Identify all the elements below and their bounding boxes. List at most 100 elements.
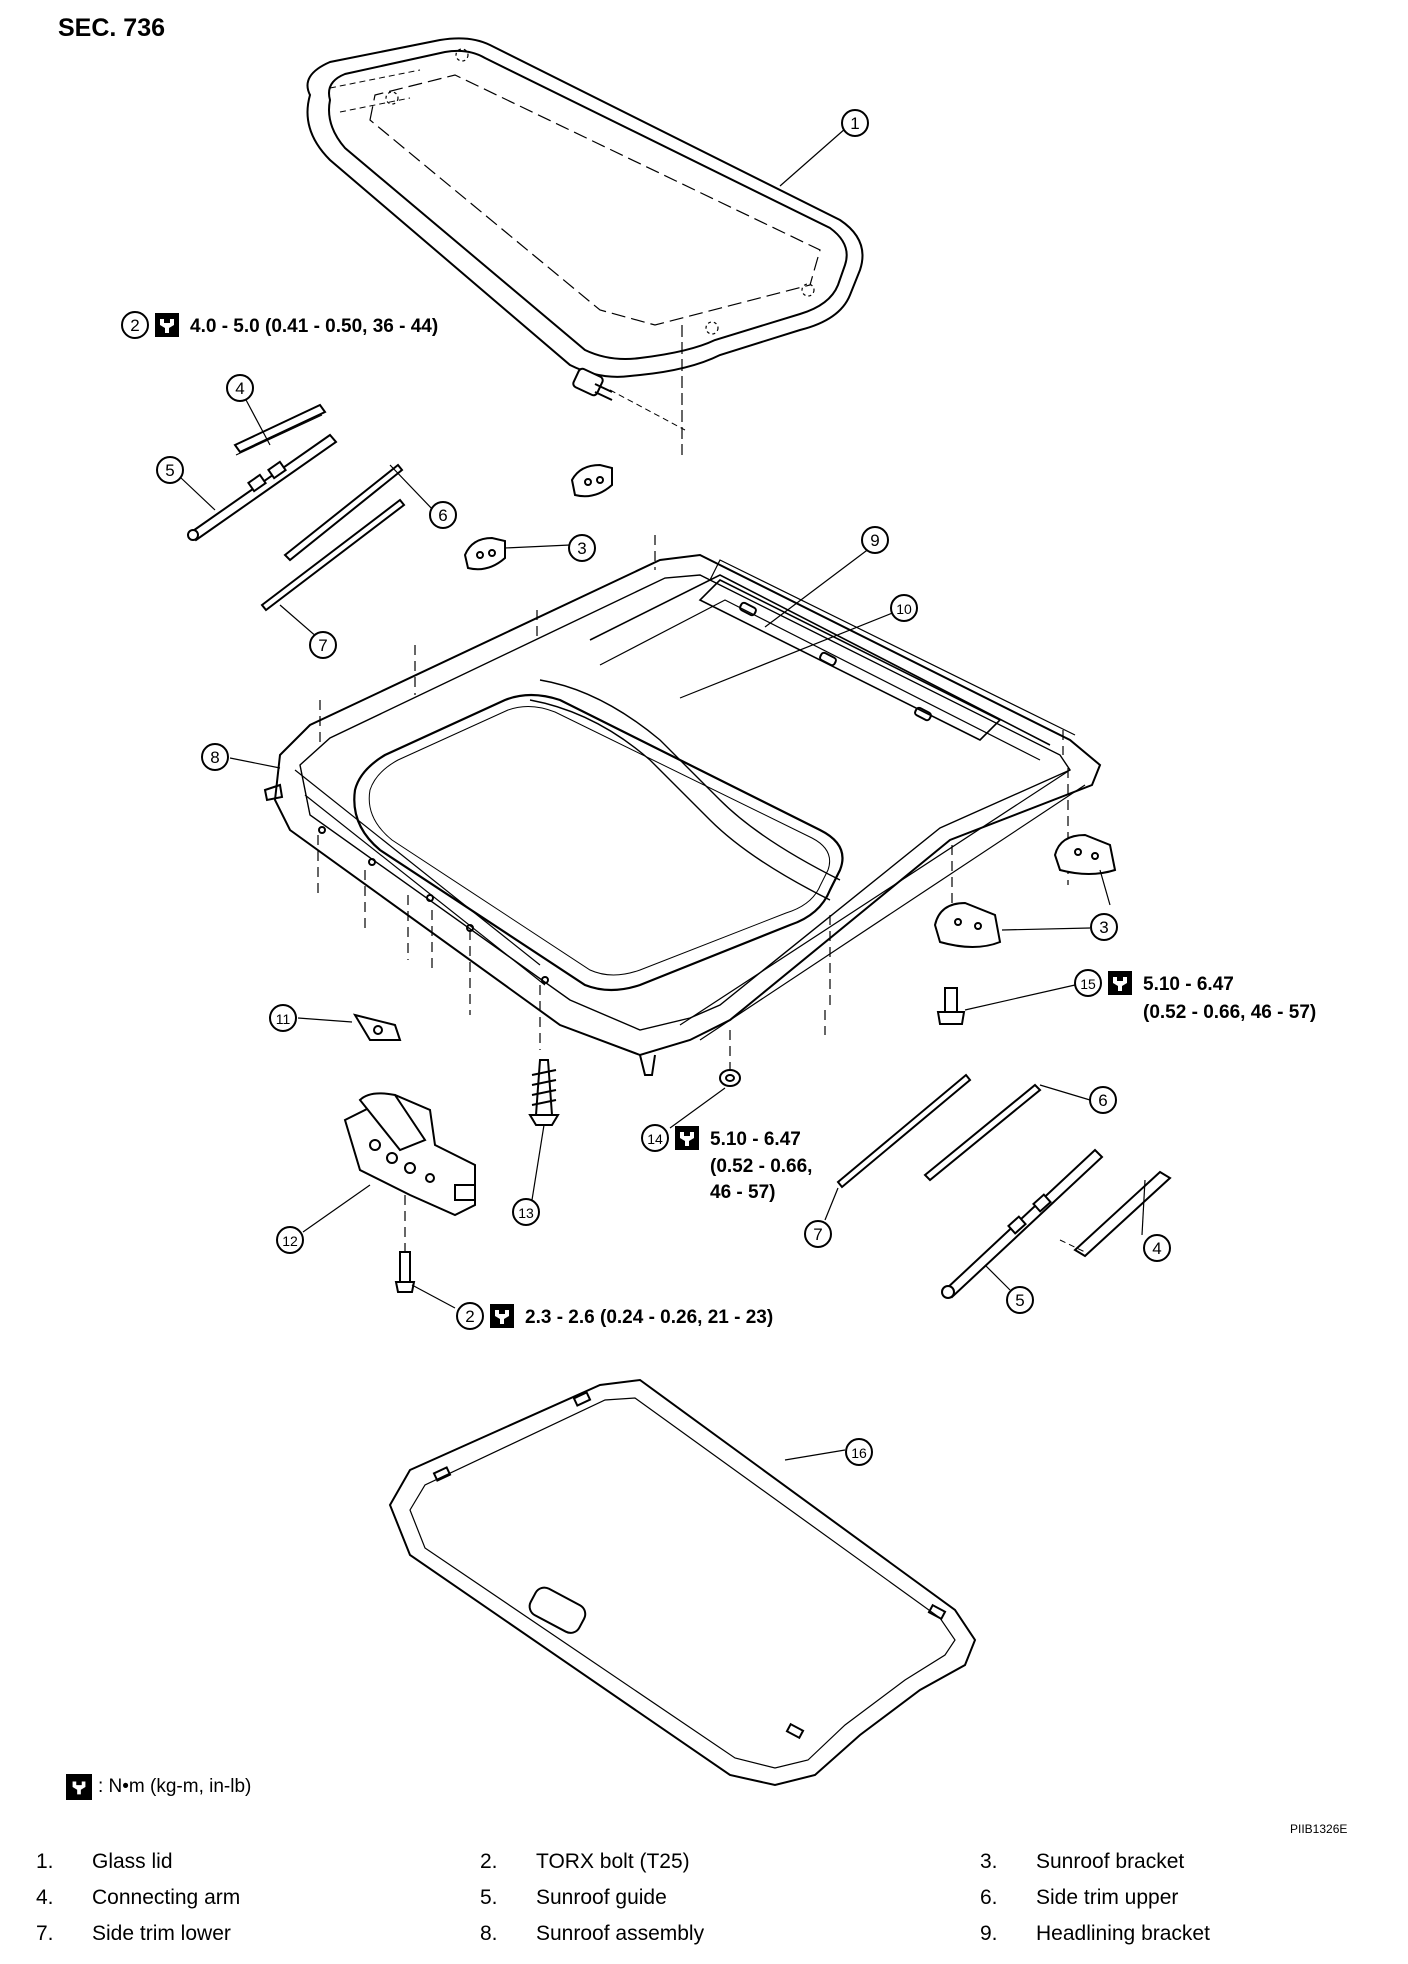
callout-14: 14 (641, 1124, 669, 1152)
callout-3-lower: 3 (1090, 913, 1118, 941)
callout-2-top-text: 2 (130, 316, 139, 335)
callout-13: 13 (512, 1198, 540, 1226)
part-number: 7. (36, 1922, 54, 1945)
callout-7-top-text: 7 (318, 636, 327, 655)
torx-bolt-top (572, 367, 613, 401)
sunroof-bracket-upper-a (570, 463, 613, 498)
part-number: 4. (36, 1886, 54, 1909)
callout-2-top: 2 (121, 311, 149, 339)
part-name: Glass lid (92, 1850, 173, 1873)
callout-12-text: 12 (282, 1233, 298, 1249)
part-name: Sunroof assembly (536, 1922, 705, 1945)
sunroof-bracket-lower-b (933, 901, 1002, 948)
callout-3-top-text: 3 (577, 539, 586, 558)
callout-15: 15 (1074, 969, 1102, 997)
callout-7-lower: 7 (804, 1220, 832, 1248)
connecting-arm-left (233, 403, 327, 456)
torque-label-3: 5.10 - 6.47 (710, 1129, 801, 1150)
callout-4-top-text: 4 (235, 379, 244, 398)
callout-16: 16 (845, 1438, 873, 1466)
callout-9: 9 (861, 526, 889, 554)
part-number: 9. (980, 1922, 998, 1945)
legend-text: : N•m (kg-m, in-lb) (98, 1776, 252, 1797)
callout-5-top: 5 (156, 456, 184, 484)
callout-7-top: 7 (309, 631, 337, 659)
callout-10: 10 (890, 594, 918, 622)
glass-lid (306, 37, 864, 378)
callout-14-text: 14 (647, 1131, 663, 1147)
callout-16-text: 16 (851, 1445, 867, 1461)
sunroof-bracket-upper-b (463, 536, 506, 571)
part-12-motor (343, 1092, 476, 1217)
sunroof-guide-left (187, 433, 338, 542)
torque-label-2: 5.10 - 6.47 (1143, 974, 1234, 995)
callout-8: 8 (201, 743, 229, 771)
side-trim-lower-left (260, 498, 406, 612)
callout-6-lower: 6 (1089, 1086, 1117, 1114)
callout-3-top: 3 (568, 534, 596, 562)
callout-5-lower: 5 (1006, 1286, 1034, 1314)
torque-label-2b: (0.52 - 0.66, 46 - 57) (1143, 1002, 1316, 1023)
torque-wrench-icon (490, 1304, 514, 1328)
connecting-arm-right (1073, 1170, 1172, 1258)
part-name: Headlining bracket (1036, 1922, 1210, 1945)
part-number: 6. (980, 1886, 998, 1909)
callout-10-text: 10 (896, 601, 912, 617)
torque-wrench-icon (675, 1126, 699, 1150)
callout-6-top-text: 6 (438, 506, 447, 525)
part-13-screw (528, 1059, 560, 1126)
side-trim-lower-right (836, 1073, 972, 1189)
torque-wrench-icon (1108, 971, 1132, 995)
torque-label-3c: 46 - 57) (710, 1182, 775, 1203)
part-name: TORX bolt (T25) (536, 1850, 690, 1873)
callout-11: 11 (269, 1004, 297, 1032)
callout-9-text: 9 (870, 531, 879, 550)
sunroof-guide-right (941, 1148, 1104, 1299)
part-number: 3. (980, 1850, 998, 1873)
callout-3-lower-text: 3 (1099, 918, 1108, 937)
callout-1: 1 (841, 109, 869, 137)
part-number: 5. (480, 1886, 498, 1909)
section-title: SEC. 736 (58, 14, 166, 42)
sunroof-assembly-frame (263, 553, 1102, 1076)
torque-label-1: 4.0 - 5.0 (0.41 - 0.50, 36 - 44) (190, 316, 438, 337)
part-number: 2. (480, 1850, 498, 1873)
part-name: Side trim upper (1036, 1886, 1179, 1909)
callout-6-lower-text: 6 (1098, 1091, 1107, 1110)
part-number: 8. (480, 1922, 498, 1945)
callout-13-text: 13 (518, 1205, 534, 1221)
sunroof-bracket-lower-a (1053, 833, 1117, 875)
callout-2-lower: 2 (456, 1302, 484, 1330)
part-11-bracket (352, 1013, 402, 1041)
callout-7-lower-text: 7 (813, 1225, 822, 1244)
part-name: Side trim lower (92, 1922, 231, 1945)
callout-11-text: 11 (276, 1011, 291, 1027)
sunshade-panel (388, 1378, 977, 1787)
part-name: Sunroof bracket (1036, 1850, 1185, 1873)
figure-code: PIIB1326E (1290, 1822, 1348, 1836)
callout-8-text: 8 (210, 748, 219, 767)
callout-1-text: 1 (850, 114, 859, 133)
leader-lines (179, 127, 896, 769)
callouts: 1 2 4 5 6 3 9 10 7 8 3 15 11 6 14 13 7 1… (121, 109, 1171, 1466)
torque-legend: : N•m (kg-m, in-lb) (66, 1774, 251, 1800)
part-number: 1. (36, 1850, 54, 1873)
callout-5-top-text: 5 (165, 461, 174, 480)
callout-5-lower-text: 5 (1015, 1291, 1024, 1310)
torque-wrench-icon (155, 313, 179, 337)
side-trim-upper-right (923, 1083, 1042, 1182)
bolt-15 (936, 987, 966, 1025)
torque-label-3b: (0.52 - 0.66, (710, 1156, 812, 1177)
callout-4-lower: 4 (1143, 1234, 1171, 1262)
nut-14 (719, 1069, 741, 1087)
torque-wrench-icon (66, 1774, 92, 1800)
callout-15-text: 15 (1080, 976, 1096, 992)
part-name: Sunroof guide (536, 1886, 667, 1909)
torque-label-4: 2.3 - 2.6 (0.24 - 0.26, 21 - 23) (525, 1307, 773, 1328)
callout-6-top: 6 (429, 501, 457, 529)
part-name: Connecting arm (92, 1886, 241, 1909)
callout-4-lower-text: 4 (1152, 1239, 1161, 1258)
callout-12: 12 (276, 1226, 304, 1254)
callout-2-lower-text: 2 (465, 1307, 474, 1326)
